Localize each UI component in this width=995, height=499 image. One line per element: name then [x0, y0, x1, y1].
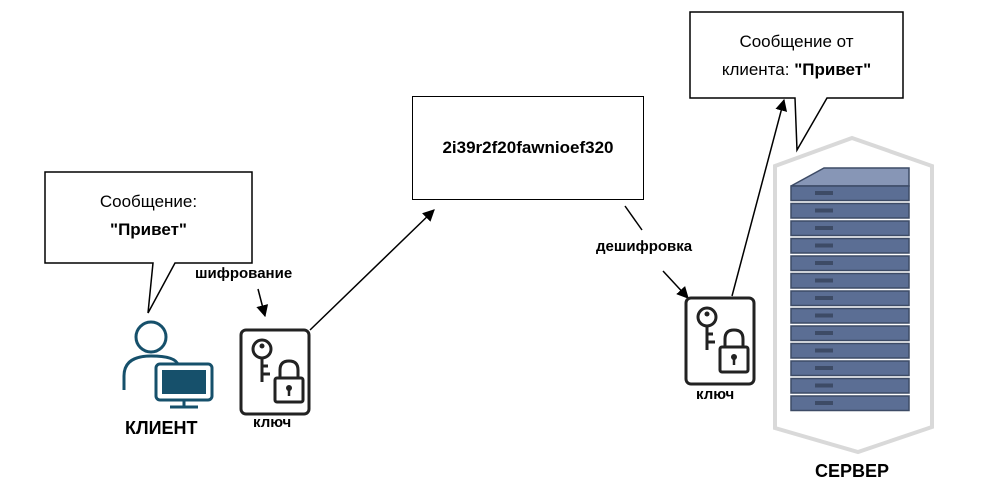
server-unit-slot	[815, 401, 833, 405]
encrypt-label-arrow	[256, 288, 269, 318]
server-unit	[790, 237, 910, 254]
server-unit	[790, 307, 910, 324]
client-message-line1: Сообщение:	[99, 192, 198, 211]
server-unit-slot	[815, 383, 833, 388]
client-label: КЛИЕНТ	[125, 418, 198, 438]
server-unit-slot	[815, 226, 833, 230]
server-unit	[790, 272, 910, 289]
server-rack-icon	[773, 135, 934, 455]
user-head	[134, 320, 168, 354]
monitor-screen	[162, 370, 206, 394]
key-to-cipher-arrow	[309, 209, 435, 331]
server-unit-slot	[815, 278, 833, 283]
server-unit-slot	[815, 191, 833, 195]
server-message-line2: клиента: "Привет"	[690, 56, 903, 84]
server-message-prefix: клиента:	[721, 60, 795, 79]
server-unit	[790, 220, 910, 237]
key-label-left: ключ	[253, 414, 292, 431]
client-message-line2: "Привет"	[110, 220, 187, 239]
user-computer-icon	[122, 320, 214, 409]
server-unit	[790, 377, 910, 394]
server-unit-slot	[815, 366, 833, 370]
decrypt-label: дешифровка	[596, 238, 693, 255]
client-speech-bubble	[44, 171, 253, 314]
server-unit	[790, 395, 910, 412]
key-lock-icon-left	[239, 328, 311, 416]
encrypt-label: шифрование	[195, 265, 293, 282]
key-lock-icon-right	[684, 296, 756, 386]
server-speech-bubble	[689, 11, 904, 153]
decrypt-to-key-arrow	[662, 270, 689, 299]
server-message-line1: Сообщение от	[739, 32, 854, 51]
server-unit-slot	[815, 348, 833, 353]
server-unit	[790, 202, 910, 219]
ciphertext-box: 2i39r2f20fawnioef320	[412, 96, 644, 200]
server-unit-slot	[815, 261, 833, 265]
client-message: Сообщение: "Привет"	[45, 188, 252, 244]
key-to-server-arrow	[731, 98, 788, 297]
key-label-right: ключ	[696, 386, 735, 403]
server-unit-slot	[815, 208, 833, 213]
server-unit-slot	[815, 331, 833, 335]
ciphertext: 2i39r2f20fawnioef320	[442, 138, 614, 157]
cipher-to-decrypt-line	[624, 205, 643, 231]
server-unit	[790, 325, 910, 342]
server-unit	[790, 255, 910, 272]
server-unit	[790, 342, 910, 359]
server-label: СЕРВЕР	[815, 461, 890, 481]
server-message: Сообщение от клиента: "Привет"	[690, 28, 903, 84]
server-unit-slot	[815, 243, 833, 248]
server-message-bold: "Привет"	[794, 60, 872, 79]
server-unit-slot	[815, 296, 833, 300]
server-unit	[790, 360, 910, 377]
server-unit	[790, 290, 910, 307]
server-unit	[790, 185, 910, 202]
server-unit-slot	[815, 313, 833, 318]
